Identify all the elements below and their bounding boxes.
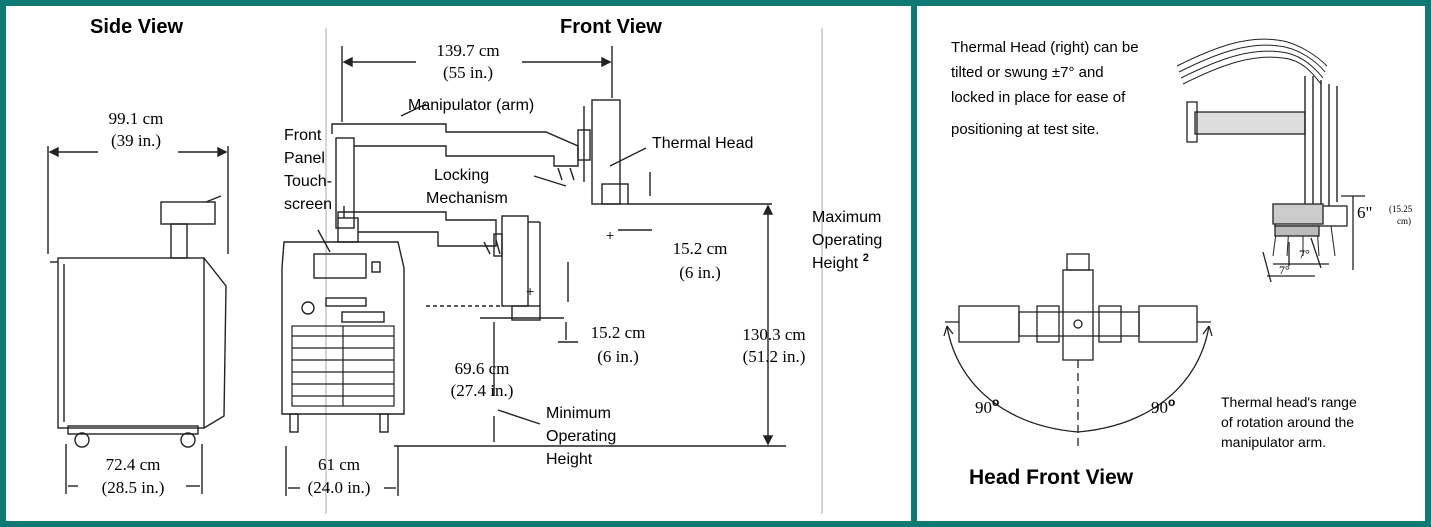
front-view-title: Front View [560, 16, 662, 38]
lower-offset-in: (6 in.) [597, 347, 639, 366]
min-height-label-1: Minimum [546, 405, 611, 422]
rotation-note-line-3: manipulator arm. [1221, 434, 1327, 450]
max-height-label-2: Operating [812, 232, 883, 249]
min-height-cm: 69.6 cm [454, 359, 510, 378]
tilt-note-line-4: positioning at test site. [951, 121, 1100, 138]
tilted-head [1176, 38, 1365, 283]
dimensions-panel: + + Side View Front View 139.7 cm (55 in… [6, 6, 911, 521]
head-front-view [943, 253, 1213, 446]
max-height-footnote: 2 [862, 252, 869, 264]
side-view-cart [50, 195, 227, 448]
rotation-note-line-1: Thermal head's range [1221, 394, 1357, 410]
front-panel-label-4: screen [284, 196, 333, 213]
max-height-label-1: Maximum [812, 209, 882, 226]
tilt-angle-a: 7° [1299, 247, 1310, 261]
equipment-drawing: + + [47, 28, 823, 514]
head-front-view-title: Head Front View [969, 466, 1134, 489]
side-base-cm: 72.4 cm [105, 455, 161, 474]
side-view-title: Side View [90, 16, 184, 38]
tilt-angle-b: 7° [1279, 263, 1290, 277]
overall-width-cm: 139.7 cm [436, 41, 500, 60]
depth-in: (39 in.) [110, 131, 162, 150]
front-base-in: (24.0 in.) [307, 478, 371, 497]
max-height-label-3: Height 2 [812, 252, 869, 272]
min-height-label-3: Height [546, 451, 593, 468]
six-inch-label: 6" [1357, 203, 1373, 222]
locking-label-1: Locking [434, 167, 490, 184]
min-height-label-2: Operating [546, 428, 617, 445]
rotation-angle-left: 90o [975, 395, 1000, 417]
rotation-note-line-2: of rotation around the [1221, 414, 1355, 430]
front-panel-label-1: Front [284, 127, 322, 144]
side-base-in: (28.5 in.) [101, 478, 165, 497]
tilt-note-line-2: tilted or swung ±7° and [951, 64, 1104, 81]
manipulator-label: Manipulator (arm) [408, 97, 535, 114]
thermal-head-label: Thermal Head [652, 135, 754, 152]
front-base-cm: 61 cm [317, 455, 361, 474]
svg-text:+: + [526, 283, 534, 299]
six-inch-cm-1: (15.25 [1389, 204, 1413, 214]
max-height-in: (51.2 in.) [742, 347, 806, 366]
front-view-cabinet [281, 99, 629, 433]
head-drawing [943, 38, 1365, 446]
upper-offset-cm: 15.2 cm [672, 239, 728, 258]
svg-text:+: + [606, 227, 614, 243]
tilt-note-line-3: locked in place for ease of [951, 89, 1126, 106]
thermal-head-panel: Thermal Head (right) can be tilted or sw… [917, 6, 1425, 521]
max-height-cm: 130.3 cm [742, 325, 806, 344]
tilt-note-line-1: Thermal Head (right) can be [951, 39, 1139, 56]
overall-width-in: (55 in.) [442, 63, 494, 82]
min-height-in: (27.4 in.) [450, 381, 514, 400]
upper-offset-in: (6 in.) [679, 263, 721, 282]
rotation-angle-right: 90o [1151, 395, 1176, 417]
lower-offset-cm: 15.2 cm [590, 323, 646, 342]
locking-label-2: Mechanism [426, 190, 508, 207]
front-panel-label-3: Touch- [284, 173, 333, 190]
front-panel-label-2: Panel [284, 150, 325, 167]
six-inch-cm-2: cm) [1397, 216, 1411, 226]
depth-cm: 99.1 cm [108, 109, 164, 128]
